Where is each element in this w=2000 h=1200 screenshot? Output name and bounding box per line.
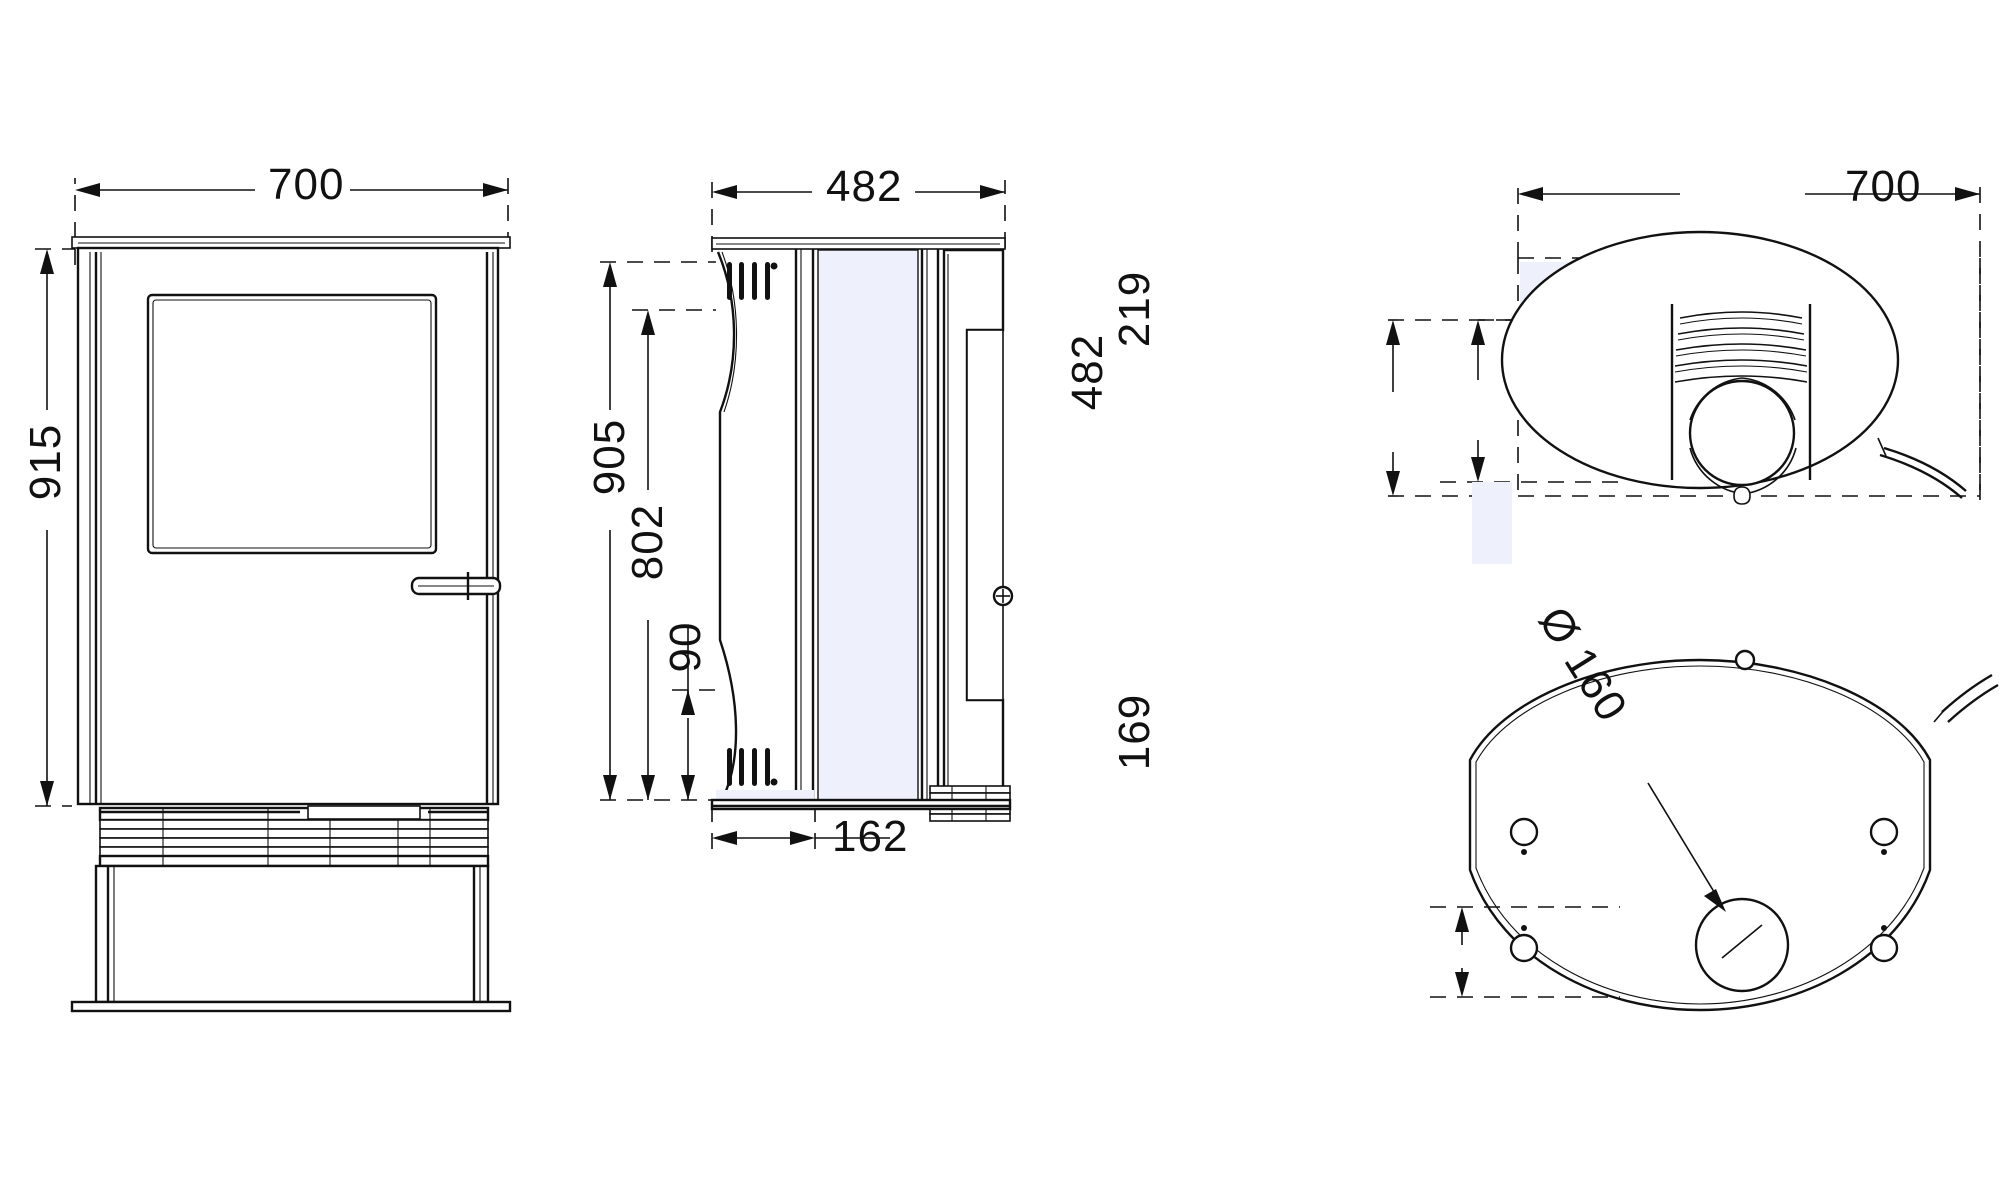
dim-side-depth: 482: [826, 162, 903, 211]
side-upper-vents: [727, 262, 778, 300]
front-lower-grille: [98, 805, 490, 868]
front-width-dimension: [74, 178, 509, 265]
plan-offset-dimension: [1440, 319, 1620, 483]
top-plan-view: [1386, 182, 1981, 564]
front-elevation-view: [35, 178, 512, 1013]
dim-side-base-height: 90: [661, 621, 710, 673]
front-height-dimension: [35, 248, 75, 807]
side-base-depth-dimension: [711, 806, 890, 855]
side-depth-dimension: [711, 180, 1006, 252]
front-base-pedestal: [94, 864, 490, 1004]
flue-diameter-leader: [1647, 782, 1726, 912]
dim-plan-width: 700: [1845, 162, 1922, 211]
dim-front-width: 700: [268, 160, 345, 209]
side-total-height-dimension: [600, 261, 716, 801]
plan-depth-dimension: [1386, 319, 1518, 497]
plan-width-dimension: [1517, 182, 1981, 500]
dim-plan-depth: 482: [1063, 333, 1112, 411]
dim-bottom-offset: 169: [1110, 693, 1159, 771]
side-base-height-dimension: [672, 628, 720, 800]
side-rear-panel: [942, 248, 1014, 802]
dim-front-height: 915: [21, 423, 70, 501]
side-upper-height-dimension: [632, 309, 716, 800]
dim-side-upper-height: 802: [623, 503, 672, 581]
side-lower-vents: [727, 748, 778, 786]
plan-rear-handle: [1877, 437, 1967, 499]
door-handle: [410, 572, 502, 600]
bottom-rear-handle: [1933, 673, 1999, 723]
dim-side-base-depth: 162: [832, 812, 909, 861]
plan-top-louvres: [1674, 311, 1808, 383]
dim-plan-offset: 219: [1110, 270, 1159, 348]
side-elevation-view: [600, 180, 1014, 855]
bottom-offset-dimension: [1430, 906, 1620, 998]
bottom-plan-view: [1430, 649, 1999, 1012]
